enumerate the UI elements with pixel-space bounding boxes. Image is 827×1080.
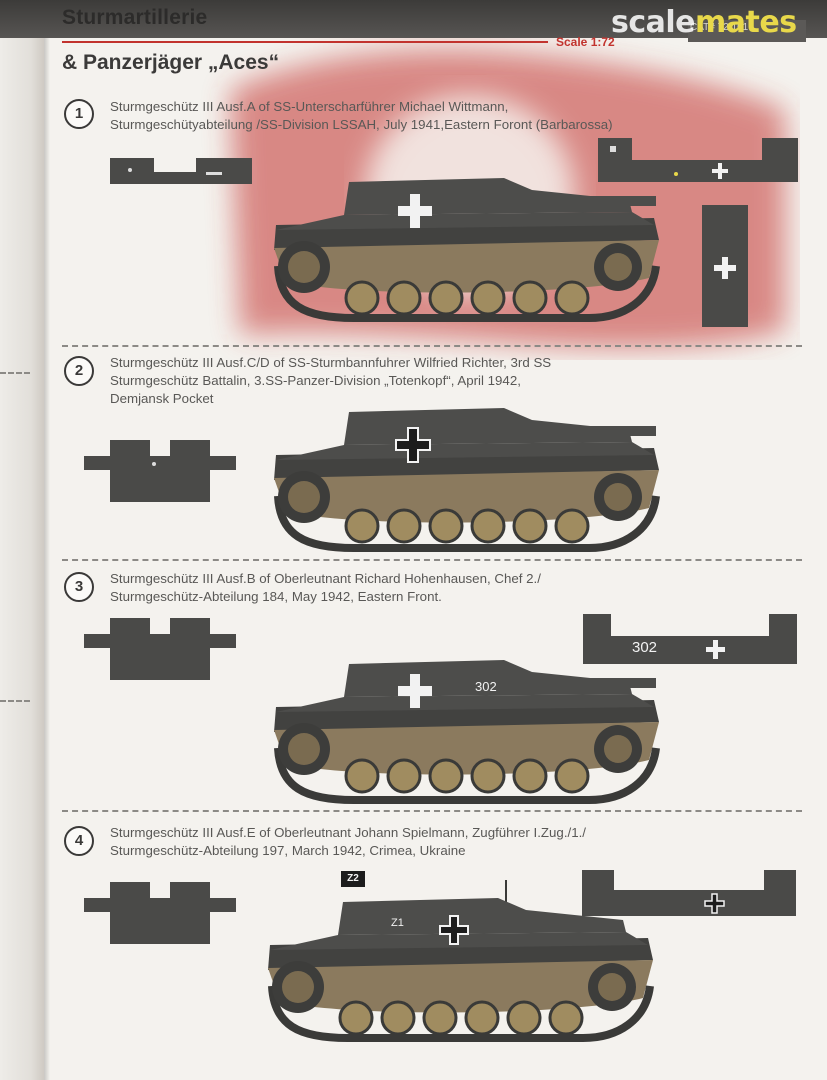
catalog-box (688, 20, 806, 42)
caption-line: Demjansk Pocket (110, 391, 214, 406)
booklet-spine (0, 0, 44, 1080)
spine-shadow (44, 0, 50, 1080)
page-title-line-1: Sturmartillerie (62, 6, 208, 29)
profile-number-marker: 2 (64, 356, 94, 386)
stug-profile-2 (274, 408, 660, 552)
caption-line: Sturmgeschütz Battalin, 3.SS-Panzer-Divi… (110, 373, 521, 388)
profile-number-marker: 4 (64, 826, 94, 856)
spine-dash (0, 372, 30, 374)
profile-number-marker: 1 (64, 99, 94, 129)
caption-line: Sturmgeschütyabteilung /SS-Division LSSA… (110, 117, 613, 132)
caption-line: Sturmgeschütz III Ausf.E of Oberleutnant… (110, 825, 586, 840)
top-view (702, 205, 748, 327)
rear-view (84, 440, 236, 502)
caption-line: Sturmgeschütz III Ausf.C/D of SS-Sturmba… (110, 355, 552, 370)
profile-caption: Sturmgeschütz III Ausf.C/D of SS-Sturmba… (110, 354, 551, 408)
caption-line: Sturmgeschütz-Abteilung 197, March 1942,… (110, 843, 466, 858)
rear-view (110, 158, 252, 184)
scale-label: Scale 1:72 (556, 35, 615, 49)
section-divider (62, 810, 802, 812)
rear-view (84, 618, 236, 680)
title-rule (62, 41, 548, 43)
front-view (583, 614, 797, 664)
side-hull-number: 302 (475, 679, 497, 694)
section-divider (62, 345, 802, 347)
profile-caption: Sturmgeschütz III Ausf.B of Oberleutnant… (110, 570, 541, 606)
section-divider (62, 559, 802, 561)
front-view (598, 138, 798, 182)
page-title-line-2: & Panzerjäger „Aces“ (62, 51, 280, 74)
caption-line: Sturmgeschütz III Ausf.A of SS-Unterscha… (110, 99, 509, 114)
watermark-logo: scalemates (611, 5, 797, 40)
catalog-number: CAT# 72/161 (690, 22, 749, 33)
front-hull-number: 302 (632, 639, 658, 656)
stug-profile-4 (268, 880, 654, 1042)
watermark-prefix: scale (611, 5, 696, 40)
watermark-suffix: mates (695, 5, 797, 40)
caption-line: Sturmgeschütz III Ausf.B of Oberleutnant… (110, 571, 541, 586)
rear-view (84, 882, 236, 944)
profile-caption: Sturmgeschütz III Ausf.E of Oberleutnant… (110, 824, 586, 860)
hull-code-badge: Z2 (341, 871, 365, 887)
side-hull-code: Z1 (391, 917, 404, 929)
profile-caption: Sturmgeschütz III Ausf.A of SS-Unterscha… (110, 98, 613, 134)
front-view (582, 870, 796, 916)
stug-profile-3 (274, 660, 660, 804)
profile-number-marker: 3 (64, 572, 94, 602)
stug-profile-1 (274, 178, 660, 322)
caption-line: Sturmgeschütz-Abteilung 184, May 1942, E… (110, 589, 442, 604)
spine-dash (0, 700, 30, 702)
